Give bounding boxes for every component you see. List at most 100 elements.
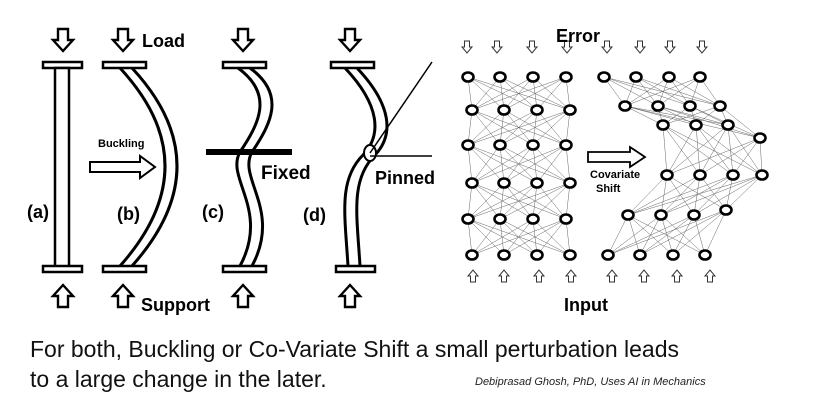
- neuron-node: [465, 177, 479, 189]
- connection-line: [471, 144, 534, 184]
- connection-line: [471, 144, 501, 184]
- connection-line: [471, 218, 567, 256]
- connection-line: [662, 124, 668, 176]
- neuron-node: [497, 249, 511, 261]
- connection-line: [635, 76, 721, 107]
- straight-column-a: [53, 66, 71, 269]
- connection-line: [499, 182, 571, 220]
- connection-line: [660, 214, 706, 256]
- neuron-node: [526, 213, 540, 225]
- error-label: Error: [556, 26, 601, 46]
- connection-line: [624, 76, 670, 107]
- covariate-shift-arrow: [587, 145, 647, 169]
- connection-line: [536, 76, 567, 111]
- connection-line: [666, 137, 761, 176]
- neuron-node: [493, 213, 507, 225]
- support-label: Support: [141, 295, 210, 315]
- connection-line: [536, 218, 567, 256]
- connection-line: [719, 105, 761, 139]
- connection-line: [565, 109, 571, 146]
- connection-line: [695, 124, 734, 176]
- connection-line: [732, 137, 761, 176]
- buckled-column-b-right: [130, 66, 179, 267]
- neuron-node: [559, 71, 573, 83]
- connection-line: [699, 174, 727, 211]
- connection-line: [565, 218, 571, 256]
- neuron-node: [563, 249, 577, 261]
- load-arrow-d: [338, 27, 362, 53]
- load-arrow-c: [231, 27, 255, 53]
- input-arrow: [704, 269, 716, 283]
- support-arrow-c: [231, 283, 255, 309]
- neuron-node: [461, 139, 475, 151]
- label-c: (c): [202, 202, 224, 222]
- connection-line: [666, 174, 727, 211]
- connection-line: [627, 214, 641, 256]
- error-arrow: [601, 40, 613, 54]
- connection-line: [532, 182, 571, 220]
- connection-line: [603, 76, 659, 107]
- error-arrow: [664, 40, 676, 54]
- connection-line: [699, 124, 729, 176]
- neuron-node: [497, 104, 511, 116]
- input-arrow: [671, 269, 683, 283]
- connection-line: [639, 214, 695, 256]
- neuron-node: [493, 71, 507, 83]
- neuron-node: [530, 177, 544, 189]
- connection-line: [467, 144, 473, 184]
- connection-line: [607, 209, 727, 256]
- connection-line: [627, 174, 701, 216]
- column-c: [206, 27, 292, 309]
- connection-line: [725, 174, 763, 211]
- connection-line: [657, 105, 761, 139]
- input-arrow: [467, 269, 479, 283]
- error-arrow: [491, 40, 503, 54]
- connection-line: [467, 182, 571, 220]
- load-label: Load: [142, 31, 185, 51]
- neuron-node: [621, 209, 635, 221]
- connection-line: [624, 105, 664, 126]
- neuron-node: [693, 71, 707, 83]
- connection-line: [660, 174, 763, 216]
- connection-line: [666, 124, 697, 176]
- neuron-node: [461, 213, 475, 225]
- connection-line: [672, 214, 695, 256]
- neuron-node: [629, 71, 643, 83]
- error-arrow: [461, 40, 473, 54]
- column-d-right: [355, 66, 389, 267]
- connection-line: [471, 218, 534, 256]
- neuron-node: [601, 249, 615, 261]
- input-arrow: [533, 269, 545, 283]
- bottom-plate-c: [221, 264, 268, 274]
- connection-line: [467, 109, 571, 146]
- connection-line: [499, 218, 505, 256]
- neuron-node: [755, 169, 769, 181]
- connection-line: [607, 214, 629, 256]
- neuron-node: [687, 209, 701, 221]
- neuron-node: [633, 249, 647, 261]
- top-plate-b: [101, 60, 148, 70]
- column-d-left: [343, 66, 377, 267]
- connection-line: [471, 76, 501, 111]
- label-d: (d): [303, 205, 326, 225]
- support-arrow-d: [338, 283, 362, 309]
- neuron-node: [461, 71, 475, 83]
- neuron-node: [497, 177, 511, 189]
- neuron-node: [493, 139, 507, 151]
- label-a: (a): [27, 202, 49, 222]
- buckled-column-b-left: [118, 66, 167, 267]
- connection-line: [662, 105, 721, 126]
- buckling-label: Buckling: [98, 138, 145, 150]
- buckling-arrow: [89, 154, 157, 180]
- column-a: [41, 27, 84, 309]
- connection-line: [627, 174, 668, 216]
- neuron-node: [597, 71, 611, 83]
- input-label: Input: [564, 295, 608, 315]
- neuron-node: [656, 119, 670, 131]
- neuron-node: [713, 100, 727, 112]
- shift-label: Shift: [596, 183, 621, 195]
- neuron-node: [719, 204, 733, 216]
- connection-line: [695, 124, 763, 176]
- neuron-node: [660, 169, 674, 181]
